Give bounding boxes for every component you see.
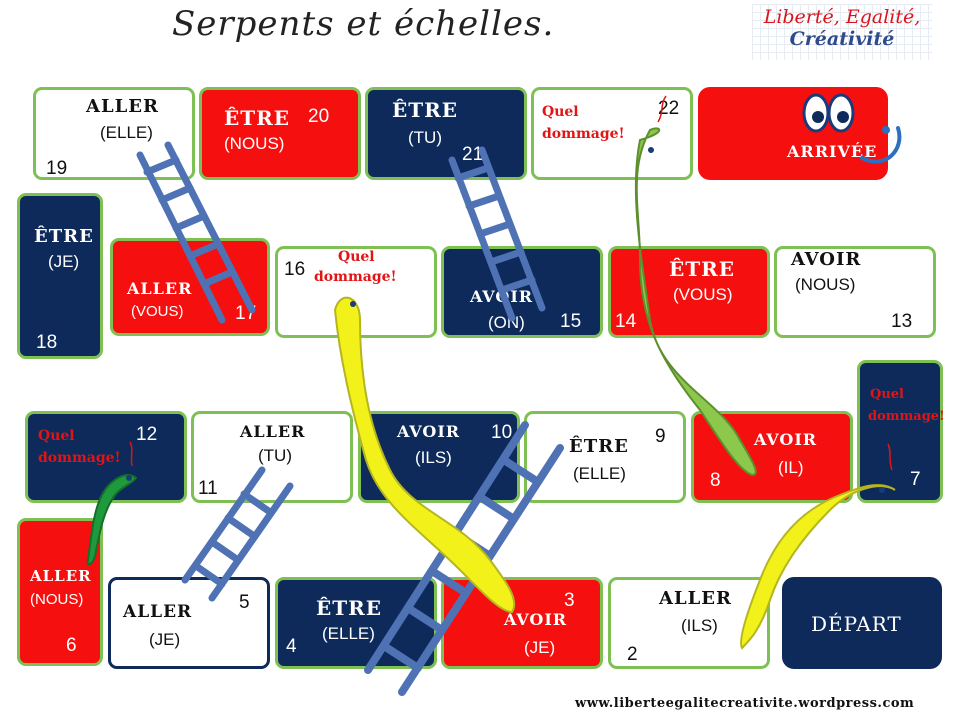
square-17[interactable]: ALLER (VOUS) 17 (110, 238, 270, 336)
square-9[interactable]: ÊTRE 9 (ELLE) (524, 411, 686, 503)
brand-logo: Liberté, Egalité, Créativité (752, 4, 932, 60)
square-number: 2 (627, 644, 638, 665)
square-number: 15 (560, 311, 582, 332)
square-14[interactable]: ÊTRE (VOUS) 14 (608, 246, 770, 338)
square-number: 18 (36, 332, 58, 353)
square-pronoun: (JE) (149, 630, 181, 649)
square-verb: AVOIR (754, 430, 818, 449)
square-19[interactable]: ALLER (ELLE) 19 (33, 87, 195, 180)
square-number: 17 (235, 303, 257, 324)
square-2[interactable]: ALLER (ILS) 2 (608, 577, 770, 669)
square-verb: ALLER (659, 588, 732, 609)
square-number: 19 (46, 158, 68, 179)
square-number: 16 (284, 259, 306, 280)
square-verb: ÊTRE (34, 226, 94, 247)
square-3[interactable]: 3 AVOIR (JE) (441, 577, 603, 669)
square-pronoun: (ELLE) (100, 123, 153, 142)
square-4[interactable]: ÊTRE (ELLE) 4 (275, 577, 437, 669)
square-quel: Quel (542, 104, 579, 120)
square-verb: ALLER (123, 602, 193, 622)
start-square[interactable]: DÉPART (782, 577, 942, 669)
square-quel: Quel (38, 428, 75, 444)
square-number: 8 (710, 470, 721, 491)
square-pronoun: (NOUS) (795, 275, 856, 294)
logo-line-2: Créativité (789, 28, 895, 50)
start-label: DÉPART (811, 612, 902, 636)
square-verb: AVOIR (470, 287, 534, 306)
square-pronoun: (ILS) (415, 448, 452, 467)
square-number: 9 (655, 426, 666, 447)
square-verb: ÊTRE (569, 436, 629, 457)
footer-url[interactable]: www.liberteegalitecreativite.wordpress.c… (575, 696, 915, 711)
square-pronoun: (ON) (488, 313, 525, 332)
square-6[interactable]: ALLER (NOUS) 6 (17, 518, 103, 666)
square-18[interactable]: ÊTRE (JE) 18 (17, 193, 103, 359)
square-verb: AVOIR (791, 249, 862, 270)
square-11[interactable]: ALLER (TU) 11 (191, 411, 353, 503)
finish-square[interactable]: ARRIVÉE (698, 87, 888, 180)
square-verb: ÊTRE (224, 106, 290, 130)
square-number: 10 (491, 422, 513, 443)
square-15[interactable]: AVOIR (ON) 15 (441, 246, 603, 338)
square-21[interactable]: ÊTRE (TU) 21 (365, 87, 527, 180)
square-pronoun: (TU) (408, 128, 442, 147)
square-pronoun: (NOUS) (224, 134, 285, 153)
square-verb: AVOIR (504, 610, 568, 629)
square-16[interactable]: 16 Quel dommage! (275, 246, 437, 338)
square-13[interactable]: AVOIR (NOUS) 13 (774, 246, 936, 338)
square-pronoun: (VOUS) (131, 303, 184, 320)
finish-label: ARRIVÉE (787, 142, 878, 161)
square-dommage: dommage! (314, 269, 397, 285)
square-number: 13 (891, 311, 913, 332)
square-pronoun: (IL) (778, 458, 804, 477)
logo-line-1: Liberté, Egalité, (763, 6, 921, 28)
square-dommage: dommage! (868, 409, 945, 424)
square-number: 22 (658, 98, 680, 119)
square-verb: ÊTRE (316, 596, 382, 620)
square-10[interactable]: AVOIR 10 (ILS) (358, 411, 520, 503)
square-dommage: dommage! (542, 126, 625, 142)
square-8[interactable]: AVOIR (IL) 8 (691, 411, 853, 503)
square-verb: ALLER (30, 567, 92, 585)
square-verb: ALLER (86, 96, 159, 117)
square-12[interactable]: Quel dommage! 12 (25, 411, 187, 503)
square-verb: ÊTRE (669, 257, 735, 281)
square-number: 11 (198, 478, 218, 499)
square-dommage: dommage! (38, 450, 121, 466)
square-pronoun: (JE) (48, 252, 80, 271)
square-number: 20 (308, 106, 330, 127)
square-number: 14 (615, 311, 637, 332)
square-number: 21 (462, 144, 484, 165)
square-verb: AVOIR (397, 422, 461, 441)
square-number: 5 (239, 592, 250, 613)
square-pronoun: (TU) (258, 446, 292, 465)
square-number: 7 (910, 469, 921, 490)
square-pronoun: (ILS) (681, 616, 718, 635)
square-pronoun: (NOUS) (30, 591, 84, 608)
square-verb: ÊTRE (392, 98, 458, 122)
square-number: 6 (66, 635, 77, 656)
square-7[interactable]: Quel dommage! 7 (857, 360, 945, 503)
square-verb: ALLER (127, 279, 193, 298)
square-verb: ALLER (240, 422, 306, 441)
square-pronoun: (ELLE) (573, 464, 626, 483)
square-22[interactable]: Quel dommage! 22 (531, 87, 693, 180)
square-number: 4 (286, 636, 297, 657)
square-number: 12 (136, 424, 158, 445)
square-pronoun: (JE) (524, 638, 556, 657)
square-quel: Quel (338, 249, 375, 265)
page-title: Serpents et échelles. (172, 4, 555, 44)
square-pronoun: (VOUS) (673, 285, 733, 304)
square-5[interactable]: ALLER (JE) 5 (108, 577, 270, 669)
square-20[interactable]: ÊTRE 20 (NOUS) (199, 87, 361, 180)
square-pronoun: (ELLE) (322, 624, 375, 643)
square-quel: Quel (870, 387, 904, 402)
square-number: 3 (564, 590, 575, 611)
